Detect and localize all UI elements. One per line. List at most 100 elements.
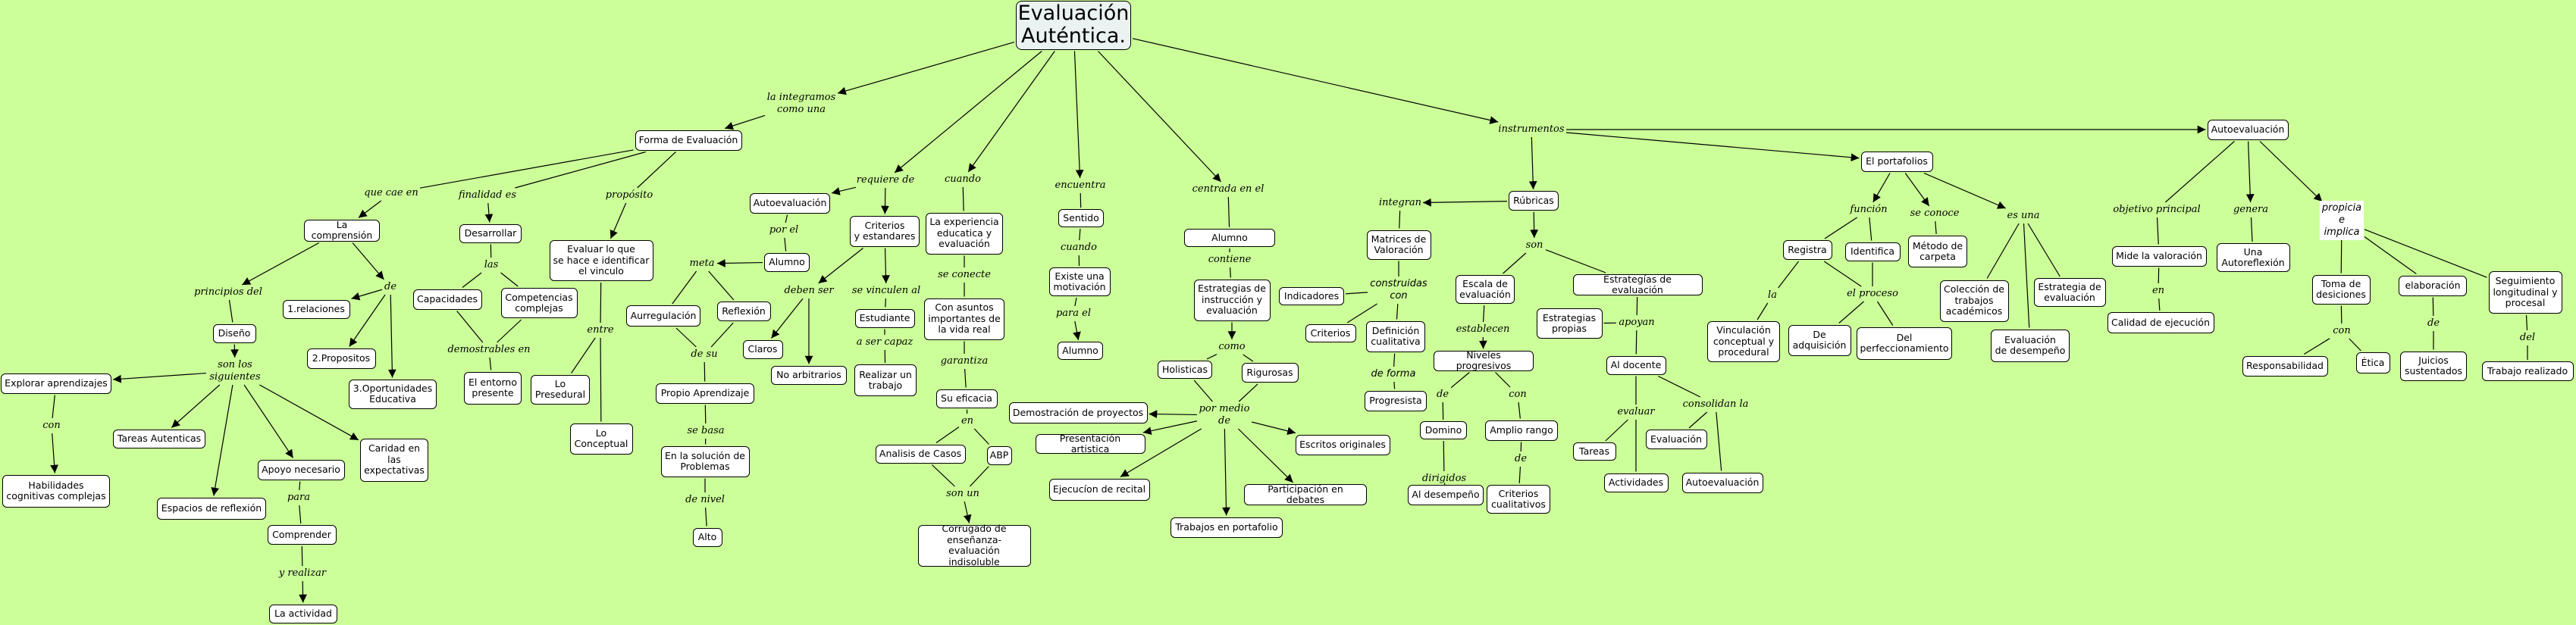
concept-habilidades-cognitivas-complejas[interactable]: Habilidades cognitivas complejas bbox=[2, 474, 110, 508]
concept-propio-aprendizaje[interactable]: Propio Aprendizaje bbox=[656, 383, 754, 404]
concept-autoevaluacion[interactable]: Autoevaluación bbox=[750, 192, 830, 214]
concept-seguimiento-longitudinal-y-procesal[interactable]: Seguimiento longitudinal y procesal bbox=[2488, 271, 2562, 314]
concept-2-propositos[interactable]: 2.Propositos bbox=[306, 348, 376, 369]
concept-coleccion-de-trabajos-academicos[interactable]: Colección de trabajos académicos bbox=[1939, 280, 2009, 322]
concept-1-relaciones[interactable]: 1.relaciones bbox=[282, 299, 350, 319]
concept-identifica[interactable]: Identifica bbox=[1844, 242, 1901, 261]
linking-phrase-la[interactable]: la bbox=[1768, 289, 1777, 301]
linking-phrase-la-integramos-como-una[interactable]: la integramos como una bbox=[766, 92, 836, 115]
concept-demostracion-de-proyectos[interactable]: Demostración de proyectos bbox=[1008, 402, 1148, 423]
concept-vinculacion-conceptual-y-procedural[interactable]: Vinculación conceptual y procedural bbox=[1707, 321, 1780, 362]
linking-phrase-centrada-en-el[interactable]: centrada en el bbox=[1192, 183, 1264, 195]
concept-calidad-de-ejecucion[interactable]: Calidad de ejecución bbox=[2107, 312, 2214, 333]
concept-evaluacion-de-desempeno[interactable]: Evaluación de desempeño bbox=[1991, 329, 2070, 362]
linking-phrase-con[interactable]: con bbox=[42, 420, 61, 431]
concept-no-arbitrarios[interactable]: No arbitrarios bbox=[771, 365, 847, 385]
concept-alto[interactable]: Alto bbox=[692, 527, 722, 547]
concept-explorar-aprendizajes[interactable]: Explorar aprendizajes bbox=[1, 373, 111, 394]
concept-con-asuntos-importantes-de-la-vida-real[interactable]: Con asuntos importantes de la vida real bbox=[924, 298, 1004, 340]
concept-la-actividad[interactable]: La actividad bbox=[269, 604, 337, 623]
concept-domino[interactable]: Domino bbox=[1420, 421, 1467, 439]
concept-rigurosas[interactable]: Rigurosas bbox=[1241, 363, 1299, 383]
concept-estrategias-de-evaluacion[interactable]: Estrategías de evaluación bbox=[1572, 273, 1703, 295]
concept-actividades[interactable]: Actividades bbox=[1603, 473, 1669, 492]
concept-criterios-y-estandares[interactable]: Criterios y estandares bbox=[850, 215, 920, 247]
concept-diseno[interactable]: Diseño bbox=[212, 323, 256, 343]
concept-analisis-de-casos[interactable]: Analisis de Casos bbox=[875, 444, 966, 464]
concept-autoevaluacion[interactable]: Autoevaluación bbox=[1681, 472, 1763, 493]
concept-claros[interactable]: Claros bbox=[742, 339, 783, 359]
concept-criterios[interactable]: Criterios bbox=[1305, 324, 1356, 342]
linking-phrase-construidas-con[interactable]: construidas con bbox=[1370, 278, 1427, 302]
concept-rubricas[interactable]: Rúbricas bbox=[1509, 191, 1559, 211]
concept-juicios-sustentados[interactable]: Juicios sustentados bbox=[2400, 351, 2467, 381]
concept-sentido[interactable]: Sentido bbox=[1058, 209, 1104, 227]
linking-phrase-finalidad-es[interactable]: finalidad es bbox=[458, 189, 517, 201]
concept-responsabilidad[interactable]: Responsabilidad bbox=[2242, 355, 2328, 377]
concept-lo-presedural[interactable]: Lo Presedural bbox=[531, 374, 590, 405]
linking-phrase-y-realizar[interactable]: y realizar bbox=[278, 567, 327, 579]
concept-alumno[interactable]: Alumno bbox=[764, 252, 810, 272]
concept-la-experiencia-educatica-y-evaluacion[interactable]: La experiencia educatica y evaluación bbox=[926, 212, 1003, 255]
concept-estudiante[interactable]: Estudiante bbox=[854, 308, 915, 328]
concept-ejecucion-de-recital[interactable]: Ejecucíon de recital bbox=[1048, 478, 1150, 501]
concept-forma-de-evaluacion[interactable]: Forma de Evaluación bbox=[635, 130, 742, 151]
linking-phrase-se-vinculen-al[interactable]: se vinculen al bbox=[851, 285, 921, 296]
concept-espacios-de-reflexion[interactable]: Espacios de reflexión bbox=[157, 497, 266, 520]
linking-phrase-dirigidos[interactable]: dirigidos bbox=[1421, 473, 1467, 484]
concept-estrategia-de-evaluacion[interactable]: Estrategia de evaluación bbox=[2033, 278, 2106, 307]
concept-registra[interactable]: Registra bbox=[1782, 240, 1832, 260]
linking-phrase-del[interactable]: del bbox=[2519, 332, 2536, 343]
concept-una-autoreflexion[interactable]: Una Autoreflexión bbox=[2216, 243, 2290, 272]
concept-corrugado-de-ensenanza-evaluacion-indisoluble[interactable]: Corrugado de enseñanza-evaluación indiso… bbox=[917, 523, 1031, 567]
linking-phrase-para-el[interactable]: para el bbox=[1055, 308, 1092, 319]
linking-phrase-las[interactable]: las bbox=[484, 259, 499, 270]
linking-phrase-contiene[interactable]: contiene bbox=[1208, 254, 1252, 265]
concept-trabajos-en-portafolio[interactable]: Trabajos en portafolio bbox=[1170, 517, 1283, 538]
linking-phrase-objetivo-principal[interactable]: objetivo principal bbox=[2113, 204, 2201, 215]
linking-phrase-requiere-de[interactable]: requiere de bbox=[856, 174, 915, 186]
linking-phrase-de-forma[interactable]: de forma bbox=[1371, 368, 1416, 380]
linking-phrase-como[interactable]: como bbox=[1218, 341, 1246, 352]
linking-phrase-de-su[interactable]: de su bbox=[691, 348, 718, 360]
concept-abp[interactable]: ABP bbox=[986, 445, 1012, 465]
concept-mide-la-valoracion[interactable]: Mide la valoración bbox=[2111, 245, 2207, 267]
concept-capacidades[interactable]: Capacidades bbox=[412, 289, 482, 310]
linking-phrase-entre[interactable]: entre bbox=[587, 324, 614, 336]
linking-phrase-de-nivel[interactable]: de nivel bbox=[685, 494, 725, 505]
concept-estrategias-propias[interactable]: Estrategias propias bbox=[1536, 308, 1603, 339]
concept-aurregulacion[interactable]: Aurregulación bbox=[626, 305, 700, 327]
linking-phrase-por-medio-de[interactable]: por medio de bbox=[1199, 403, 1250, 427]
linking-phrase-proposito[interactable]: propósito bbox=[605, 189, 653, 201]
linking-phrase-genera[interactable]: genera bbox=[2233, 204, 2269, 215]
concept-niveles-progresivos[interactable]: Niveles progresivos bbox=[1434, 349, 1534, 371]
linking-phrase-encuentra[interactable]: encuentra bbox=[1055, 180, 1106, 191]
concept-criterios-cualitativos[interactable]: Criterios cualitativos bbox=[1487, 485, 1550, 514]
linking-phrase-funcion[interactable]: función bbox=[1850, 204, 1888, 215]
linking-phrase-meta[interactable]: meta bbox=[689, 258, 715, 269]
concept-definicion-cualitativa[interactable]: Definición cualitativa bbox=[1366, 320, 1425, 352]
linking-phrase-es-una[interactable]: es una bbox=[2007, 210, 2040, 221]
linking-phrase-con[interactable]: con bbox=[1509, 389, 1527, 400]
concept-el-entorno-presente[interactable]: El entorno presente bbox=[464, 371, 522, 405]
linking-phrase-son[interactable]: son bbox=[1525, 239, 1543, 251]
concept-de-adquisicion[interactable]: De adquisición bbox=[1788, 324, 1851, 356]
concept-escritos-originales[interactable]: Escritos originales bbox=[1295, 434, 1390, 455]
concept-del-perfeccionamiento[interactable]: Del perfeccionamiento bbox=[1857, 327, 1952, 360]
concept-progresista[interactable]: Progresista bbox=[1365, 390, 1427, 411]
root-concept-title[interactable]: Evaluación Auténtica. bbox=[1016, 0, 1131, 50]
linking-phrase-el-proceso[interactable]: el proceso bbox=[1847, 288, 1898, 299]
concept-metodo-de-carpeta[interactable]: Método de carpeta bbox=[1908, 236, 1967, 267]
linking-phrase-que-cae-en[interactable]: que cae en bbox=[364, 187, 418, 198]
linking-phrase-a-ser-capaz[interactable]: a ser capaz bbox=[856, 336, 914, 348]
linking-phrase-se-basa[interactable]: se basa bbox=[687, 425, 725, 436]
concept-desarrollar[interactable]: Desarrollar bbox=[459, 223, 522, 243]
concept-trabajo-realizado[interactable]: Trabajo realizado bbox=[2481, 361, 2574, 381]
concept-reflexion[interactable]: Reflexión bbox=[716, 302, 771, 321]
concept-competencias-complejas[interactable]: Competencias complejas bbox=[500, 288, 578, 318]
linking-phrase-son-un[interactable]: son un bbox=[946, 488, 979, 499]
linking-phrase-garantiza[interactable]: garantiza bbox=[940, 355, 989, 367]
linking-phrase-cuando[interactable]: cuando bbox=[945, 173, 981, 185]
concept-el-portafolios[interactable]: El portafolios bbox=[1860, 151, 1933, 172]
concept-lo-conceptual[interactable]: Lo Conceptual bbox=[569, 423, 633, 455]
